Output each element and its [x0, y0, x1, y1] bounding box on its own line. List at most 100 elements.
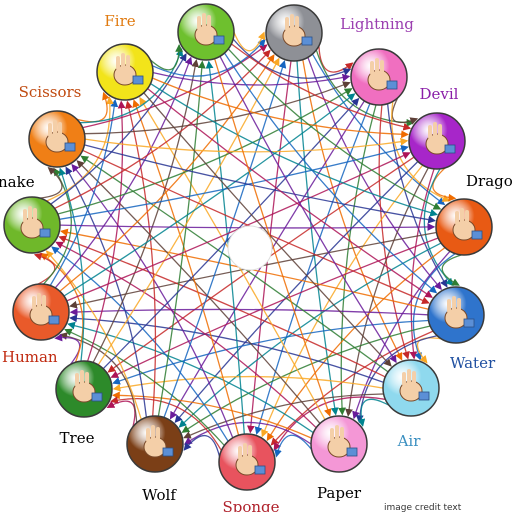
edge-dragon-beats-tree	[110, 237, 439, 378]
node-fire-label: Fire	[104, 12, 135, 30]
hand-devil-icon	[425, 122, 456, 155]
hand-fire-icon	[113, 53, 144, 86]
node-snake-label: nake	[0, 173, 35, 191]
edge-fire-beats-dragon	[150, 83, 438, 217]
edge-gun-beats-paper	[296, 60, 339, 416]
edge-snake-beats-lightning	[57, 88, 353, 215]
edge-scissors-beats-lightning	[84, 81, 351, 135]
edge-tree-beats-human	[54, 333, 81, 366]
edge-rock-beats-water	[223, 52, 438, 294]
node-dragon-label: Drago	[466, 172, 512, 190]
edge-lightning-beats-water	[386, 103, 448, 288]
edge-gun-beats-air	[302, 59, 403, 361]
node-sponge-label: Sponge	[222, 498, 279, 512]
edge-devil-beats-sponge	[261, 164, 424, 438]
edge-fire-beats-devil	[152, 77, 409, 139]
edge-air-beats-tree	[112, 375, 384, 392]
edge-human-beats-fire	[49, 99, 119, 286]
edge-paper-beats-wolf	[183, 421, 312, 445]
edge-wolf-beats-snake	[45, 250, 142, 420]
edge-scissors-beats-fire	[76, 91, 110, 123]
edge-fire-beats-water	[147, 88, 433, 298]
edge-dragon-beats-wolf	[178, 242, 442, 428]
edge-human-beats-rock	[54, 56, 193, 289]
node-paper: Paper	[310, 415, 368, 502]
node-lightning: Lightning	[340, 15, 414, 106]
node-paper-label: Paper	[317, 484, 362, 502]
edge-sponge-beats-wolf	[183, 434, 221, 457]
edge-water-beats-tree	[112, 319, 429, 385]
node-devil-label: Devil	[420, 85, 459, 103]
edge-dragon-beats-air	[412, 253, 456, 361]
edge-dragon-beats-sponge	[266, 247, 446, 442]
edge-fire-beats-rock	[149, 44, 183, 71]
edge-scissors-beats-devil	[84, 137, 409, 153]
edge-human-beats-snake	[33, 252, 56, 285]
edge-water-beats-air	[416, 337, 442, 364]
edge-devil-beats-dragon	[432, 167, 457, 202]
edge-wolf-beats-rock	[157, 60, 206, 417]
edge-wolf-beats-scissors	[65, 166, 148, 418]
edge-rock-beats-devil	[230, 43, 412, 131]
edge-paper-beats-snake	[55, 241, 317, 429]
edge-air-beats-paper	[357, 398, 390, 427]
edge-devil-beats-wolf	[174, 161, 419, 423]
hand-scissors-icon	[45, 120, 76, 153]
edge-sponge-beats-snake	[51, 246, 229, 442]
edge-dragon-beats-paper	[352, 250, 451, 420]
center-hole	[227, 225, 273, 271]
hand-snake-icon	[20, 206, 51, 239]
node-human-label: Human	[2, 348, 58, 366]
node-scissors-label: Scissors	[19, 83, 82, 101]
edge-snake-beats-devil	[59, 144, 409, 220]
node-air: Air	[382, 359, 440, 450]
edge-gun-beats-dragon	[311, 53, 446, 206]
edge-gun-beats-lightning	[318, 45, 354, 73]
edge-human-beats-lightning	[63, 93, 356, 297]
node-snake: nake	[0, 173, 61, 254]
node-scissors: Scissors	[19, 83, 86, 168]
edge-rock-beats-paper	[213, 58, 332, 417]
edge-fire-beats-air	[143, 92, 392, 367]
edge-fire-beats-lightning	[152, 71, 351, 86]
edge-snake-beats-rock	[50, 53, 187, 205]
edge-rock-beats-air	[219, 56, 397, 364]
node-fire: Fire	[96, 12, 154, 101]
edge-rock-beats-dragon	[227, 48, 442, 210]
edge-sponge-beats-human	[64, 328, 225, 446]
hand-wolf-icon	[143, 425, 174, 458]
node-air-label: Air	[397, 432, 422, 450]
hand-dragon-icon	[452, 208, 483, 241]
node-water: Water	[427, 286, 496, 372]
edge-snake-beats-gun	[54, 49, 271, 209]
hand-tree-icon	[72, 370, 103, 403]
node-water-label: Water	[450, 354, 496, 372]
edge-paper-beats-scissors	[76, 160, 321, 424]
node-wolf: Wolf	[126, 415, 184, 504]
node-dragon: Drago	[435, 172, 512, 256]
edge-scissors-beats-gun	[82, 44, 268, 129]
edge-tree-beats-fire	[86, 100, 126, 362]
node-devil: Devil	[408, 85, 466, 170]
node-sponge: Sponge	[218, 433, 280, 512]
node-gun	[265, 4, 323, 62]
node-rock	[177, 3, 235, 61]
edge-snake-beats-scissors	[39, 166, 63, 199]
edge-sponge-beats-fire	[132, 99, 240, 436]
hand-gun-icon	[282, 14, 313, 47]
edge-tree-beats-rock	[92, 59, 199, 363]
edge-devil-beats-paper	[345, 167, 429, 417]
hand-rock-icon	[194, 13, 225, 46]
hand-paper-icon	[327, 425, 358, 458]
edge-snake-beats-fire	[46, 96, 114, 202]
hand-sponge-icon	[235, 443, 266, 476]
edge-water-beats-sponge	[270, 330, 434, 446]
node-lightning-label: Lightning	[340, 15, 414, 33]
edge-wolf-beats-tree	[106, 400, 136, 428]
edge-air-beats-sponge	[273, 396, 386, 451]
edge-dragon-beats-water	[441, 254, 462, 286]
hand-human-icon	[29, 293, 60, 326]
edge-paper-beats-human	[67, 321, 314, 434]
node-wolf-label: Wolf	[142, 486, 177, 504]
